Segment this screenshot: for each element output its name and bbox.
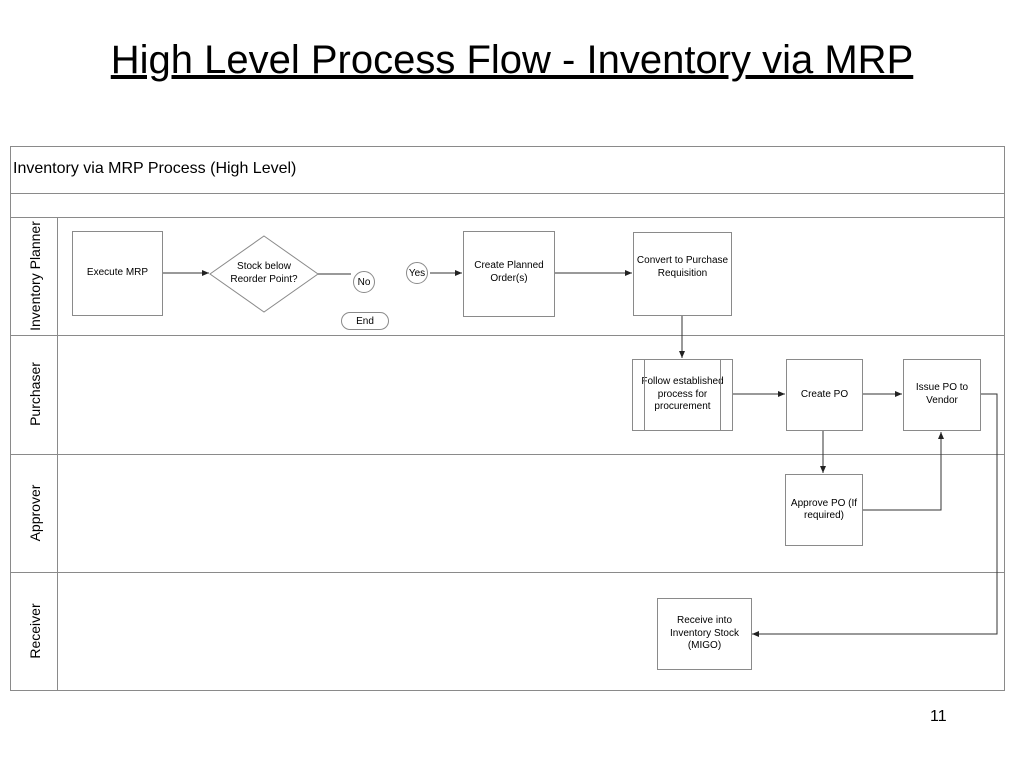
arrow-approve-to-issue-po	[863, 432, 944, 511]
step-create-planned-orders: Create Planned Order(s)	[463, 231, 555, 317]
pool-title: Inventory via MRP Process (High Level)	[13, 160, 297, 177]
decision-diamond	[209, 235, 319, 313]
lane-header-divider	[10, 217, 1005, 218]
lane-divider-2	[10, 454, 1005, 455]
step-execute-mrp: Execute MRP	[72, 231, 163, 316]
step-convert-to-requisition: Convert to Purchase Requisition	[633, 232, 732, 316]
lane-label-column-divider	[57, 217, 58, 691]
end-terminator: End	[341, 312, 389, 330]
slide-title: High Level Process Flow - Inventory via …	[110, 38, 914, 82]
branch-no: No	[353, 271, 375, 293]
decision-stock-below-reorder: Stock below Reorder Point?	[230, 261, 298, 285]
pool-header-divider	[10, 193, 1005, 194]
branch-yes: Yes	[406, 262, 428, 284]
arrow-issue-po-to-receive	[752, 393, 998, 637]
step-follow-procurement-process: Follow established process for procureme…	[632, 359, 733, 431]
swimlane-pool	[10, 146, 1005, 691]
step-issue-po-to-vendor: Issue PO to Vendor	[903, 359, 981, 431]
lane-divider-3	[10, 572, 1005, 573]
step-receive-into-inventory: Receive into Inventory Stock (MIGO)	[657, 598, 752, 670]
step-approve-po: Approve PO (If required)	[785, 474, 863, 546]
step-create-po: Create PO	[786, 359, 863, 431]
lane-divider-1	[10, 335, 1005, 336]
page-number: 11	[930, 708, 947, 725]
